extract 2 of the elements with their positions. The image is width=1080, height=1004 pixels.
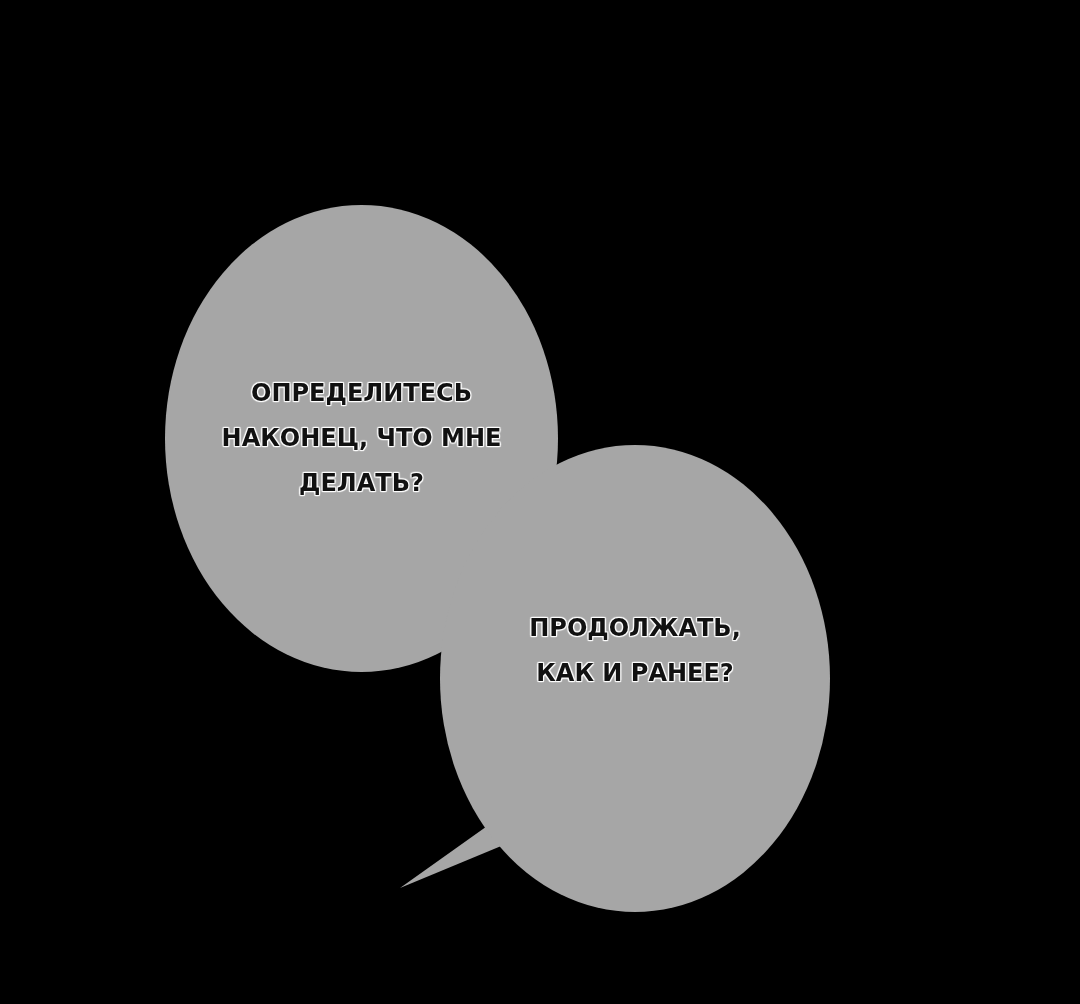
speech-text: ОПРЕДЕЛИТЕСЬ НАКОНЕЦ, ЧТО МНЕ ДЕЛАТЬ?: [220, 378, 503, 499]
speech-text: ПРОДОЛЖАТЬ, КАК И РАНЕЕ?: [528, 612, 742, 689]
